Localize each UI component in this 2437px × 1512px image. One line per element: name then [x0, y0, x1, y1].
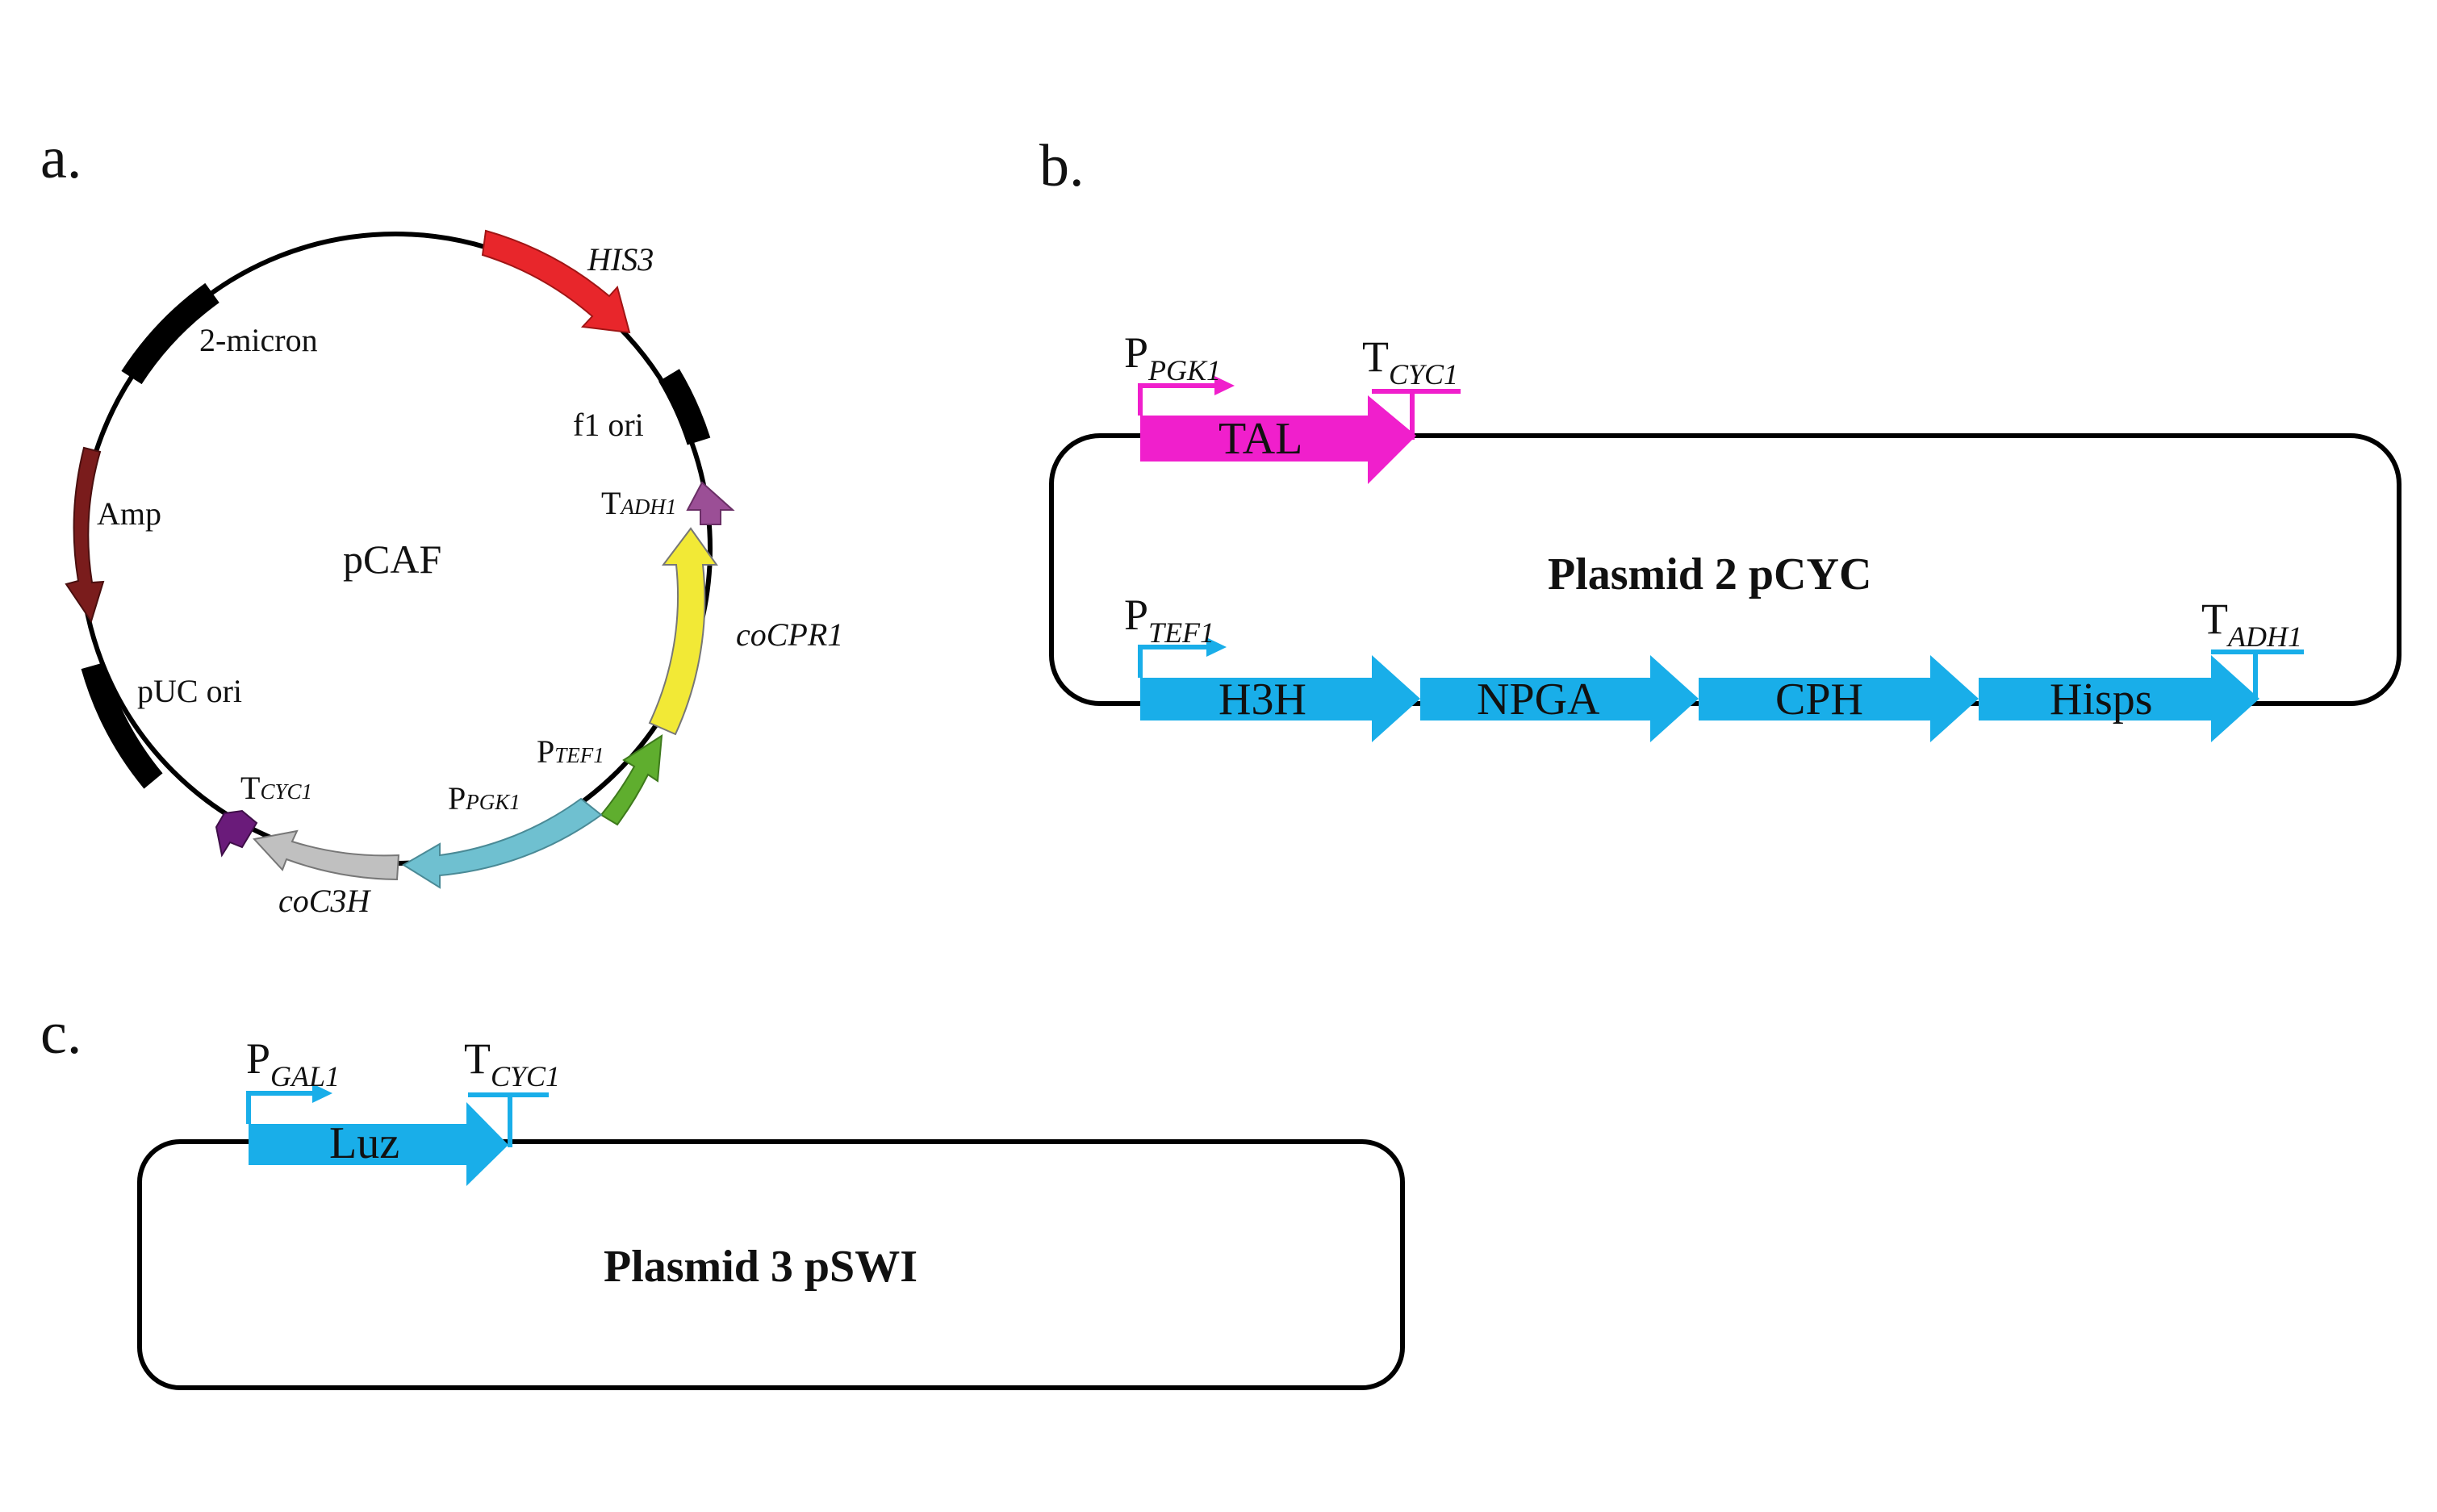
panel-b-letter: b.: [1039, 133, 1085, 199]
promoter-pgk1-label: PPGK1: [1124, 328, 1221, 386]
panel-a-letter: a.: [40, 125, 82, 191]
cassette-tal: TAL PPGK1 TCYC1: [1124, 328, 1461, 484]
label-his3: HIS3: [587, 241, 654, 278]
promoter-gal1-sub: GAL1: [270, 1060, 340, 1092]
cocpr1-arrow: [648, 527, 718, 736]
ptef1-arrow: [600, 734, 663, 826]
panel-b: b. Plasmid 2 pCYC TAL PPGK1 TCYC1 H3H NP…: [1039, 133, 2401, 742]
gene-npga-label: NPGA: [1477, 675, 1600, 725]
label-f1-ori: f1 ori: [573, 407, 644, 443]
promoter-tef1-sub: TEF1: [1148, 616, 1214, 649]
gene-luz-arrow: [249, 1102, 508, 1186]
label-2-micron: 2-micron: [199, 322, 318, 358]
terminator-adh1-sub: ADH1: [2226, 620, 2302, 653]
terminator-cyc1-symbol: [1372, 389, 1461, 440]
two-micron-block: [121, 282, 219, 385]
promoter-pgk1-arrow: [1138, 383, 1218, 416]
f1-ori-block: [658, 369, 711, 445]
promoter-pgk1-arrowhead: [1214, 376, 1235, 395]
label-ppgk1-main: P: [448, 780, 466, 817]
label-amp: Amp: [97, 495, 161, 532]
promoter-tef1-arrow: [1138, 645, 1210, 678]
label-tcyc1: TCYC1: [240, 770, 312, 806]
plasmid-3-box: [137, 1139, 1405, 1390]
label-ptef1-sub: TEF1: [554, 743, 604, 767]
label-cocpr1: coCPR1: [736, 616, 843, 653]
promoter-gal1-arrow: [246, 1091, 316, 1124]
label-tadh1-sub: ADH1: [619, 495, 676, 519]
gene-tal-arrow: [1140, 395, 1416, 484]
plasmid-2-title: Plasmid 2 pCYC: [1548, 549, 1871, 599]
terminator-cyc1-sub-c: CYC1: [491, 1060, 560, 1092]
plasmid-name-pcaf: pCAF: [343, 537, 441, 582]
gene-npga-arrow: [1420, 655, 1699, 742]
terminator-adh1-label: TADH1: [2201, 595, 2302, 653]
terminator-cyc1-main: T: [1362, 332, 1389, 381]
label-ptef1: PTEF1: [537, 733, 604, 770]
his3-arrow: [481, 229, 631, 334]
promoter-pgk1-sub: PGK1: [1147, 354, 1221, 386]
terminator-cyc1-sub: CYC1: [1389, 358, 1458, 391]
label-ppgk1: PPGK1: [448, 780, 520, 817]
gene-tal-label: TAL: [1218, 414, 1302, 464]
terminator-cyc1-main-c: T: [464, 1034, 491, 1083]
amp-arrow: [65, 446, 105, 624]
panel-c-letter: c.: [40, 1000, 82, 1067]
tadh1-arrow: [686, 481, 735, 525]
gene-cph-arrow: [1699, 655, 1979, 742]
promoter-pgk1-main: P: [1124, 328, 1148, 377]
terminator-cyc1-label-c: TCYC1: [464, 1034, 560, 1092]
panel-a: a. pCAF HIS3 f1 ori TADH1 coCPR1 PTEF1 P…: [40, 125, 843, 919]
gene-cph-label: CPH: [1775, 675, 1863, 725]
cassette-h3h-npga-cph-hisps: H3H NPGA CPH Hisps PTEF1 TADH1: [1124, 591, 2304, 742]
panel-c: c. Plasmid 3 pSWI Luz PGAL1 TCYC1: [40, 1000, 1405, 1390]
label-ppgk1-sub: PGK1: [465, 790, 520, 814]
promoter-tef1-arrowhead: [1206, 637, 1227, 657]
ppgk1-arrow: [402, 797, 603, 889]
label-tadh1-main: T: [601, 485, 621, 521]
promoter-tef1-main: P: [1124, 591, 1148, 639]
tcyc1-arrow: [215, 809, 258, 858]
gene-luz-label: Luz: [329, 1118, 399, 1168]
plasmid-3-title: Plasmid 3 pSWI: [604, 1242, 918, 1292]
cassette-luz: Luz PGAL1 TCYC1: [246, 1034, 560, 1186]
puc-ori-block: [81, 662, 163, 789]
terminator-adh1-symbol: [2211, 649, 2304, 700]
label-tcyc1-sub: CYC1: [260, 779, 312, 804]
label-tadh1: TADH1: [601, 485, 676, 521]
terminator-cyc1-symbol-c: [468, 1092, 549, 1147]
terminator-cyc1-label: TCYC1: [1362, 332, 1458, 391]
coc3h-arrow: [253, 829, 400, 881]
label-ptef1-main: P: [537, 733, 554, 770]
gene-hisps-label: Hisps: [2050, 675, 2153, 725]
gene-hisps-arrow: [1979, 655, 2259, 742]
terminator-adh1-main: T: [2201, 595, 2228, 643]
promoter-tef1-label: PTEF1: [1124, 591, 1214, 649]
label-puc-ori: pUC ori: [137, 673, 242, 709]
gene-h3h-arrow: [1140, 655, 1420, 742]
label-tcyc1-main: T: [240, 770, 260, 806]
promoter-gal1-arrowhead: [312, 1084, 332, 1103]
promoter-gal1-main: P: [246, 1034, 270, 1083]
promoter-gal1-label: PGAL1: [246, 1034, 340, 1092]
label-coc3h: coC3H: [278, 883, 371, 919]
gene-h3h-label: H3H: [1218, 675, 1306, 725]
